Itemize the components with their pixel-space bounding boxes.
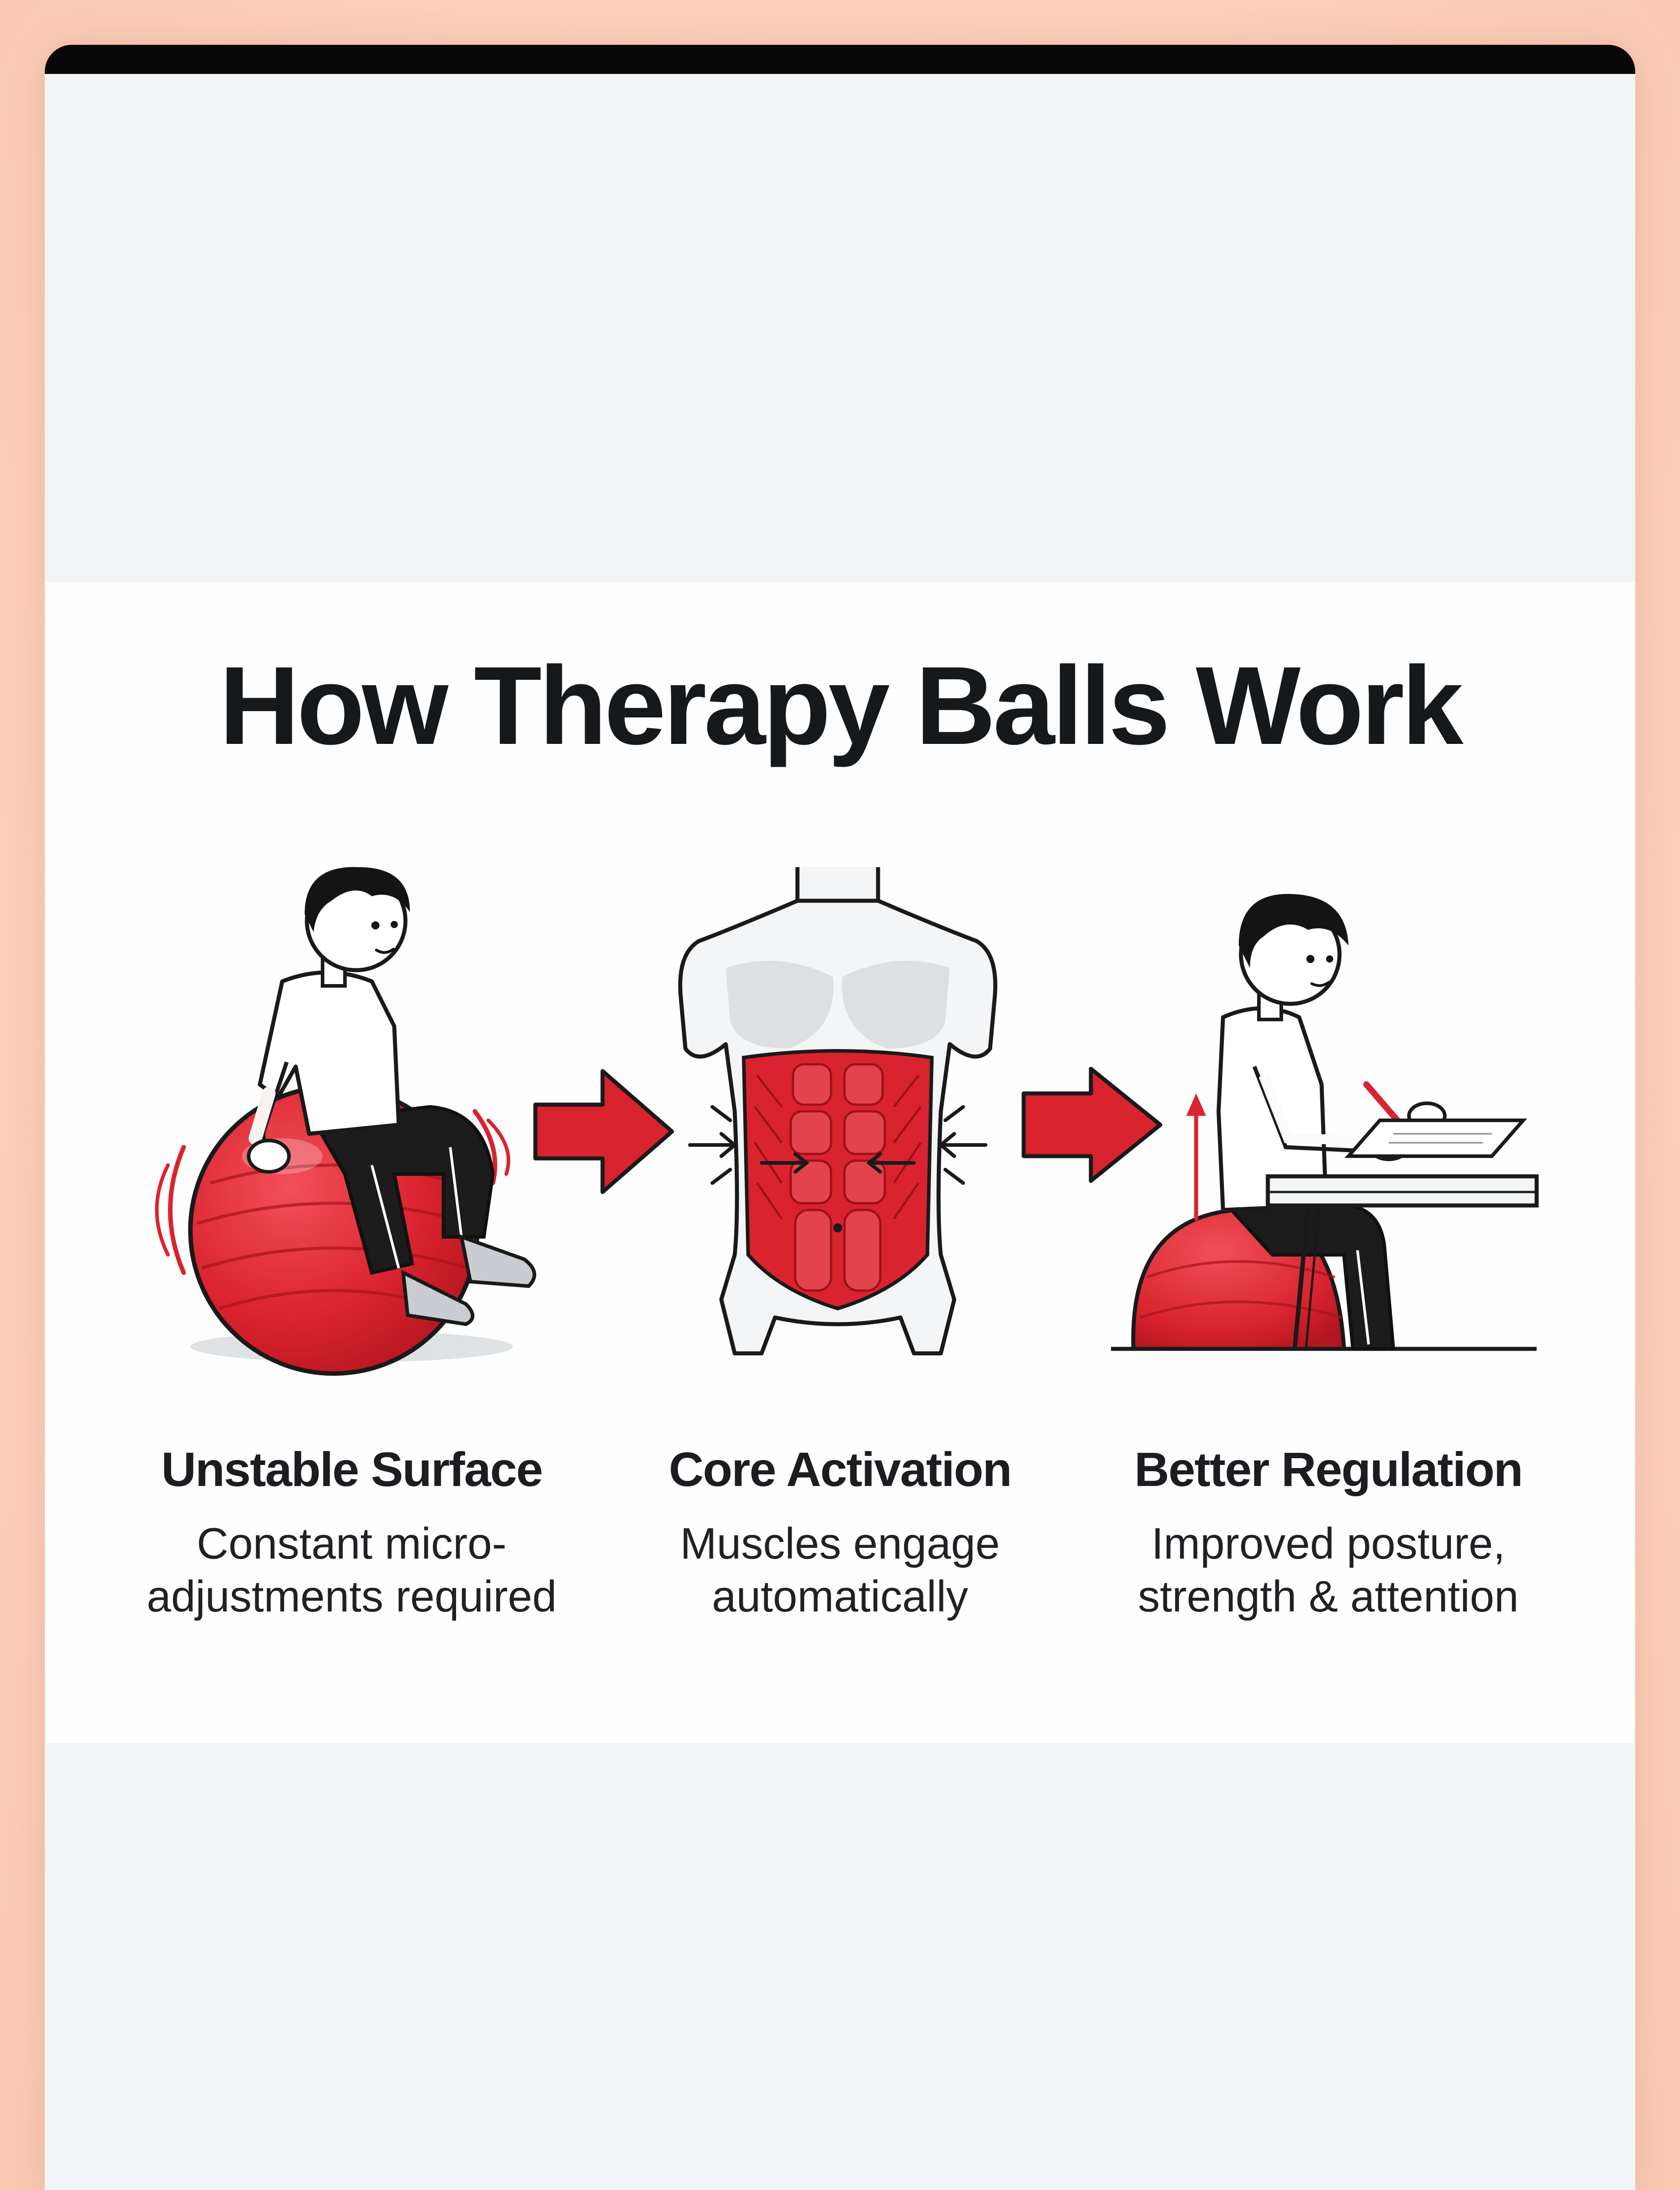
step-title-core-activation: Core Activation [668,1442,1012,1496]
child-on-therapy-ball-icon [155,867,536,1376]
arrow-right-icon [1021,1067,1163,1183]
step-title-better-regulation: Better Regulation [1134,1442,1523,1496]
arrow-right-icon [533,1069,674,1194]
step-description-unstable-surface: Constant micro- adjustments required [146,1519,557,1621]
step-description-better-regulation: Improved posture, strength & attention [1138,1519,1519,1621]
child-writing-at-desk-icon [1111,894,1539,1351]
top-bar [45,45,1635,74]
abdominal-muscles-icon [678,867,998,1356]
page-title: How Therapy Balls Work [219,643,1463,768]
step-description-core-activation: Muscles engage automatically [680,1519,1000,1621]
step-title-unstable-surface: Unstable Surface [161,1442,543,1496]
